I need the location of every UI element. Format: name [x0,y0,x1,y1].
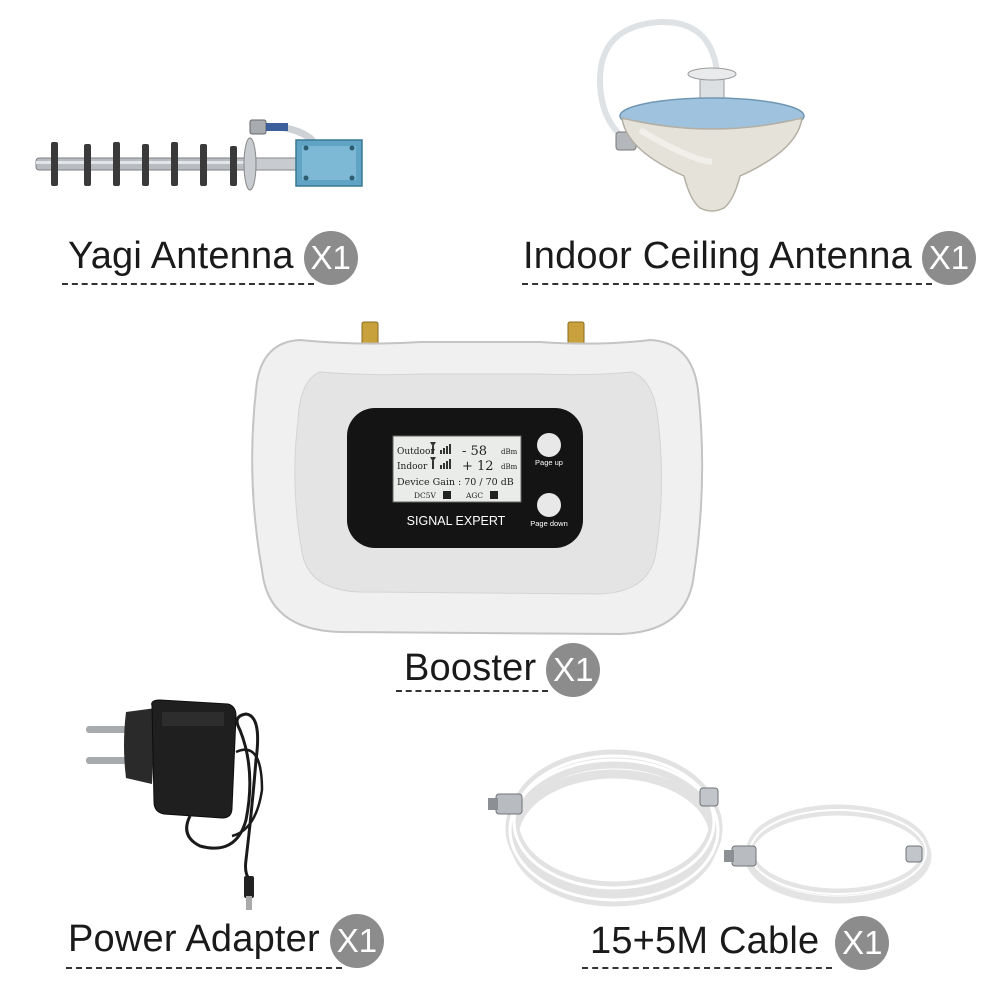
lcd-indoor-label: Indoor [397,462,428,472]
quantity-badge: X1 [921,231,976,285]
yagi-antenna-label: Yagi Antenna [68,234,294,277]
ceiling-antenna-label-group: Indoor Ceiling Antenna X1 [523,231,976,285]
quantity-badge: X1 [835,916,890,970]
power-adapter-label-group: Power Adapter X1 [68,914,384,968]
page-down-label: Page down [530,519,568,528]
cable-label: 15+5M Cable [590,919,820,962]
divider [66,967,342,969]
booster-label-group: Booster X1 [404,643,601,697]
divider [62,283,314,285]
divider [396,690,548,692]
page-up-label: Page up [535,458,563,467]
agc-check-icon [490,491,498,499]
page-up-button[interactable] [537,433,561,457]
cable-label-group: 15+5M Cable X1 [590,916,890,970]
quantity-badge: X1 [303,231,358,285]
quantity-badge: X1 [546,643,601,697]
page-down-button[interactable] [537,493,561,517]
lcd-outdoor-value: - 58 [462,444,487,459]
booster-brand: SIGNAL EXPERT [407,514,506,528]
lcd-indoor-unit: dBm [501,463,518,471]
lcd-dc-label: DC5V [414,491,437,500]
booster-label: Booster [404,646,537,689]
dc-check-icon [443,491,451,499]
quantity-badge: X1 [329,914,384,968]
lcd-outdoor-unit: dBm [501,448,518,456]
divider [522,283,932,285]
ceiling-antenna-label: Indoor Ceiling Antenna [523,234,912,277]
divider [582,967,832,969]
power-adapter-label: Power Adapter [68,917,320,960]
lcd-gain-label: Device Gain : 70 / 70 dB [397,477,514,488]
lcd-agc-label: AGC [465,491,483,500]
lcd-outdoor-label: Outdoor [397,447,435,457]
yagi-antenna-label-group: Yagi Antenna X1 [68,231,358,285]
lcd-indoor-value: + 12 [462,459,494,474]
